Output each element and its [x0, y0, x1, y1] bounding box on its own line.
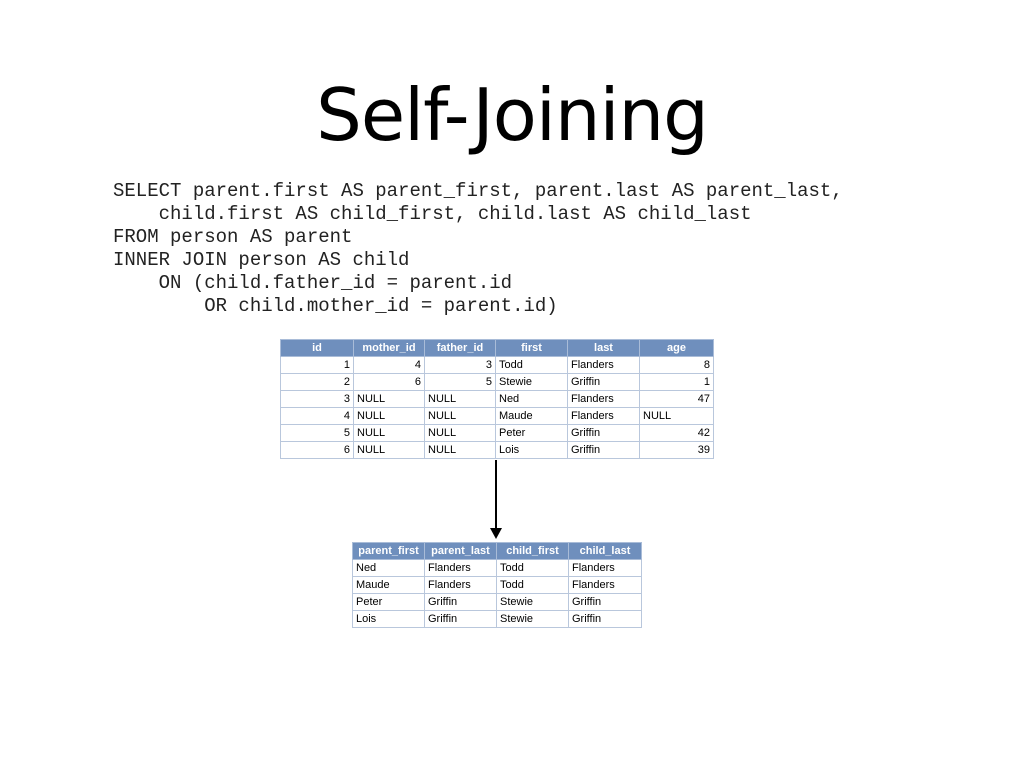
column-header-child-first: child_first: [496, 542, 569, 560]
cell-last: Griffin: [567, 424, 640, 442]
cell-parent-last: Flanders: [424, 559, 497, 577]
column-header-parent-last: parent_last: [424, 542, 497, 560]
cell-age: 42: [639, 424, 714, 442]
cell-child-first: Todd: [496, 559, 569, 577]
cell-parent-first: Lois: [352, 610, 425, 628]
cell-first: Lois: [495, 441, 568, 459]
table-row: 4 NULL NULL Maude Flanders NULL: [280, 407, 714, 425]
sql-line: child.first AS child_first, child.last A…: [113, 203, 752, 225]
cell-age: NULL: [639, 407, 714, 425]
result-table-header-row: parent_first parent_last child_first chi…: [352, 542, 642, 560]
table-row: Ned Flanders Todd Flanders: [352, 559, 642, 577]
cell-last: Flanders: [567, 407, 640, 425]
cell-id: 1: [280, 356, 354, 374]
cell-id: 5: [280, 424, 354, 442]
cell-first: Maude: [495, 407, 568, 425]
cell-age: 1: [639, 373, 714, 391]
table-row: Peter Griffin Stewie Griffin: [352, 593, 642, 611]
cell-parent-last: Griffin: [424, 593, 497, 611]
table-row: 3 NULL NULL Ned Flanders 47: [280, 390, 714, 408]
cell-first: Ned: [495, 390, 568, 408]
table-row: Lois Griffin Stewie Griffin: [352, 610, 642, 628]
cell-father-id: NULL: [424, 407, 496, 425]
sql-line: ON (child.father_id = parent.id: [113, 272, 513, 294]
slide-title: Self-Joining: [316, 73, 709, 157]
table-row: 6 NULL NULL Lois Griffin 39: [280, 441, 714, 459]
cell-father-id: NULL: [424, 441, 496, 459]
cell-last: Griffin: [567, 441, 640, 459]
column-header-id: id: [280, 339, 354, 357]
cell-age: 39: [639, 441, 714, 459]
sql-line: SELECT parent.first AS parent_first, par…: [113, 180, 843, 202]
result-table: parent_first parent_last child_first chi…: [352, 542, 642, 628]
column-header-parent-first: parent_first: [352, 542, 425, 560]
column-header-child-last: child_last: [568, 542, 642, 560]
sql-line: OR child.mother_id = parent.id): [113, 295, 558, 317]
table-row: 1 4 3 Todd Flanders 8: [280, 356, 714, 374]
cell-mother-id: NULL: [353, 424, 425, 442]
cell-age: 47: [639, 390, 714, 408]
cell-father-id: NULL: [424, 390, 496, 408]
cell-id: 6: [280, 441, 354, 459]
column-header-father-id: father_id: [424, 339, 496, 357]
cell-parent-first: Ned: [352, 559, 425, 577]
cell-parent-last: Griffin: [424, 610, 497, 628]
column-header-mother-id: mother_id: [353, 339, 425, 357]
sql-line: FROM person AS parent: [113, 226, 353, 248]
table-row: 2 6 5 Stewie Griffin 1: [280, 373, 714, 391]
person-table: id mother_id father_id first last age 1 …: [280, 339, 714, 459]
cell-id: 3: [280, 390, 354, 408]
cell-child-first: Stewie: [496, 593, 569, 611]
cell-child-first: Stewie: [496, 610, 569, 628]
sql-line: INNER JOIN person AS child: [113, 249, 410, 271]
cell-last: Flanders: [567, 356, 640, 374]
cell-father-id: 5: [424, 373, 496, 391]
column-header-last: last: [567, 339, 640, 357]
cell-id: 2: [280, 373, 354, 391]
cell-first: Todd: [495, 356, 568, 374]
cell-father-id: 3: [424, 356, 496, 374]
cell-parent-first: Peter: [352, 593, 425, 611]
cell-child-first: Todd: [496, 576, 569, 594]
arrow-line: [495, 460, 497, 530]
cell-mother-id: 6: [353, 373, 425, 391]
column-header-age: age: [639, 339, 714, 357]
cell-mother-id: NULL: [353, 441, 425, 459]
cell-child-last: Flanders: [568, 576, 642, 594]
cell-last: Griffin: [567, 373, 640, 391]
cell-first: Peter: [495, 424, 568, 442]
person-table-header-row: id mother_id father_id first last age: [280, 339, 714, 357]
column-header-first: first: [495, 339, 568, 357]
cell-mother-id: NULL: [353, 407, 425, 425]
cell-mother-id: 4: [353, 356, 425, 374]
cell-parent-first: Maude: [352, 576, 425, 594]
table-row: 5 NULL NULL Peter Griffin 42: [280, 424, 714, 442]
arrow-down-icon: [490, 528, 502, 539]
cell-id: 4: [280, 407, 354, 425]
cell-last: Flanders: [567, 390, 640, 408]
cell-child-last: Flanders: [568, 559, 642, 577]
sql-code-block: SELECT parent.first AS parent_first, par…: [113, 180, 843, 318]
table-row: Maude Flanders Todd Flanders: [352, 576, 642, 594]
cell-mother-id: NULL: [353, 390, 425, 408]
cell-child-last: Griffin: [568, 593, 642, 611]
cell-father-id: NULL: [424, 424, 496, 442]
cell-first: Stewie: [495, 373, 568, 391]
cell-parent-last: Flanders: [424, 576, 497, 594]
cell-child-last: Griffin: [568, 610, 642, 628]
cell-age: 8: [639, 356, 714, 374]
